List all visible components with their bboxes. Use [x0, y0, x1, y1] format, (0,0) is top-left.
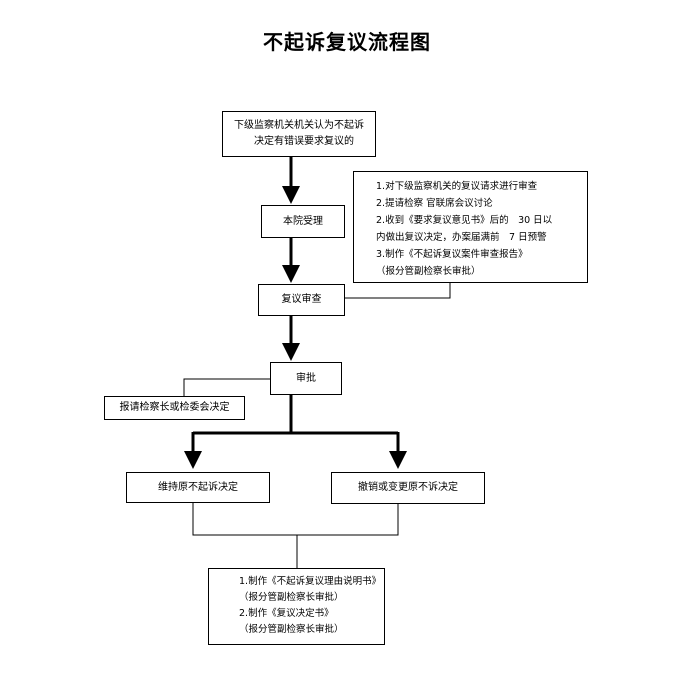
review-note-line-5: 3.制作《不起诉复议案件审查报告》: [376, 249, 528, 260]
final-line-2: （报分管副检察长审批）: [239, 592, 344, 603]
node-review: 复议审查: [258, 284, 345, 316]
node-start: 下级监察机关机关认为不起诉 决定有错误要求复议的: [222, 111, 376, 157]
review-note-line-4: 内做出复议决定，办案届满前 7 日预警: [376, 232, 547, 243]
node-approve-side: 报请检察长或检委会决定: [104, 396, 245, 420]
review-note-connector: [345, 283, 451, 299]
node-start-line-2: 决定有错误要求复议的: [254, 136, 354, 147]
review-note-line-1: 1.对下级监察机关的复议请求进行审查: [376, 181, 538, 192]
merge-connector: [192, 502, 399, 536]
approve-side-connector: [183, 378, 270, 396]
node-accept: 本院受理: [261, 205, 345, 238]
node-review-label: 复议审查: [281, 294, 322, 305]
final-line-3: 2.制作《复议决定书》: [239, 608, 334, 619]
review-note-line-3: 2.收到《要求复议意见书》后的 30 日以: [376, 215, 553, 226]
node-review-note: 1.对下级监察机关的复议请求进行审查 2.提请检察 官联席会议讨论 2.收到《要…: [353, 171, 588, 283]
node-approve-side-label: 报请检察长或检委会决定: [119, 402, 230, 413]
final-line-4: （报分管副检察长审批）: [239, 624, 344, 635]
node-approve-label: 审批: [296, 372, 316, 384]
node-approve: 审批: [270, 362, 342, 395]
review-note-line-2: 2.提请检察 官联席会议讨论: [376, 198, 493, 209]
node-start-line-1: 下级监察机关机关认为不起诉: [234, 120, 364, 131]
node-revoke: 撤销或变更原不诉决定: [331, 472, 485, 504]
node-final: 1.制作《不起诉复议理由说明书》 （报分管副检察长审批） 2.制作《复议决定书》…: [208, 568, 385, 645]
node-revoke-label: 撤销或变更原不诉决定: [358, 482, 458, 493]
final-line-1: 1.制作《不起诉复议理由说明书》: [239, 576, 382, 587]
page-title: 不起诉复议流程图: [263, 30, 431, 54]
node-maintain: 维持原不起诉决定: [126, 472, 270, 503]
review-note-line-6: （报分管副检察长审批）: [376, 266, 481, 277]
node-maintain-label: 维持原不起诉决定: [158, 481, 238, 493]
node-accept-label: 本院受理: [283, 215, 323, 227]
